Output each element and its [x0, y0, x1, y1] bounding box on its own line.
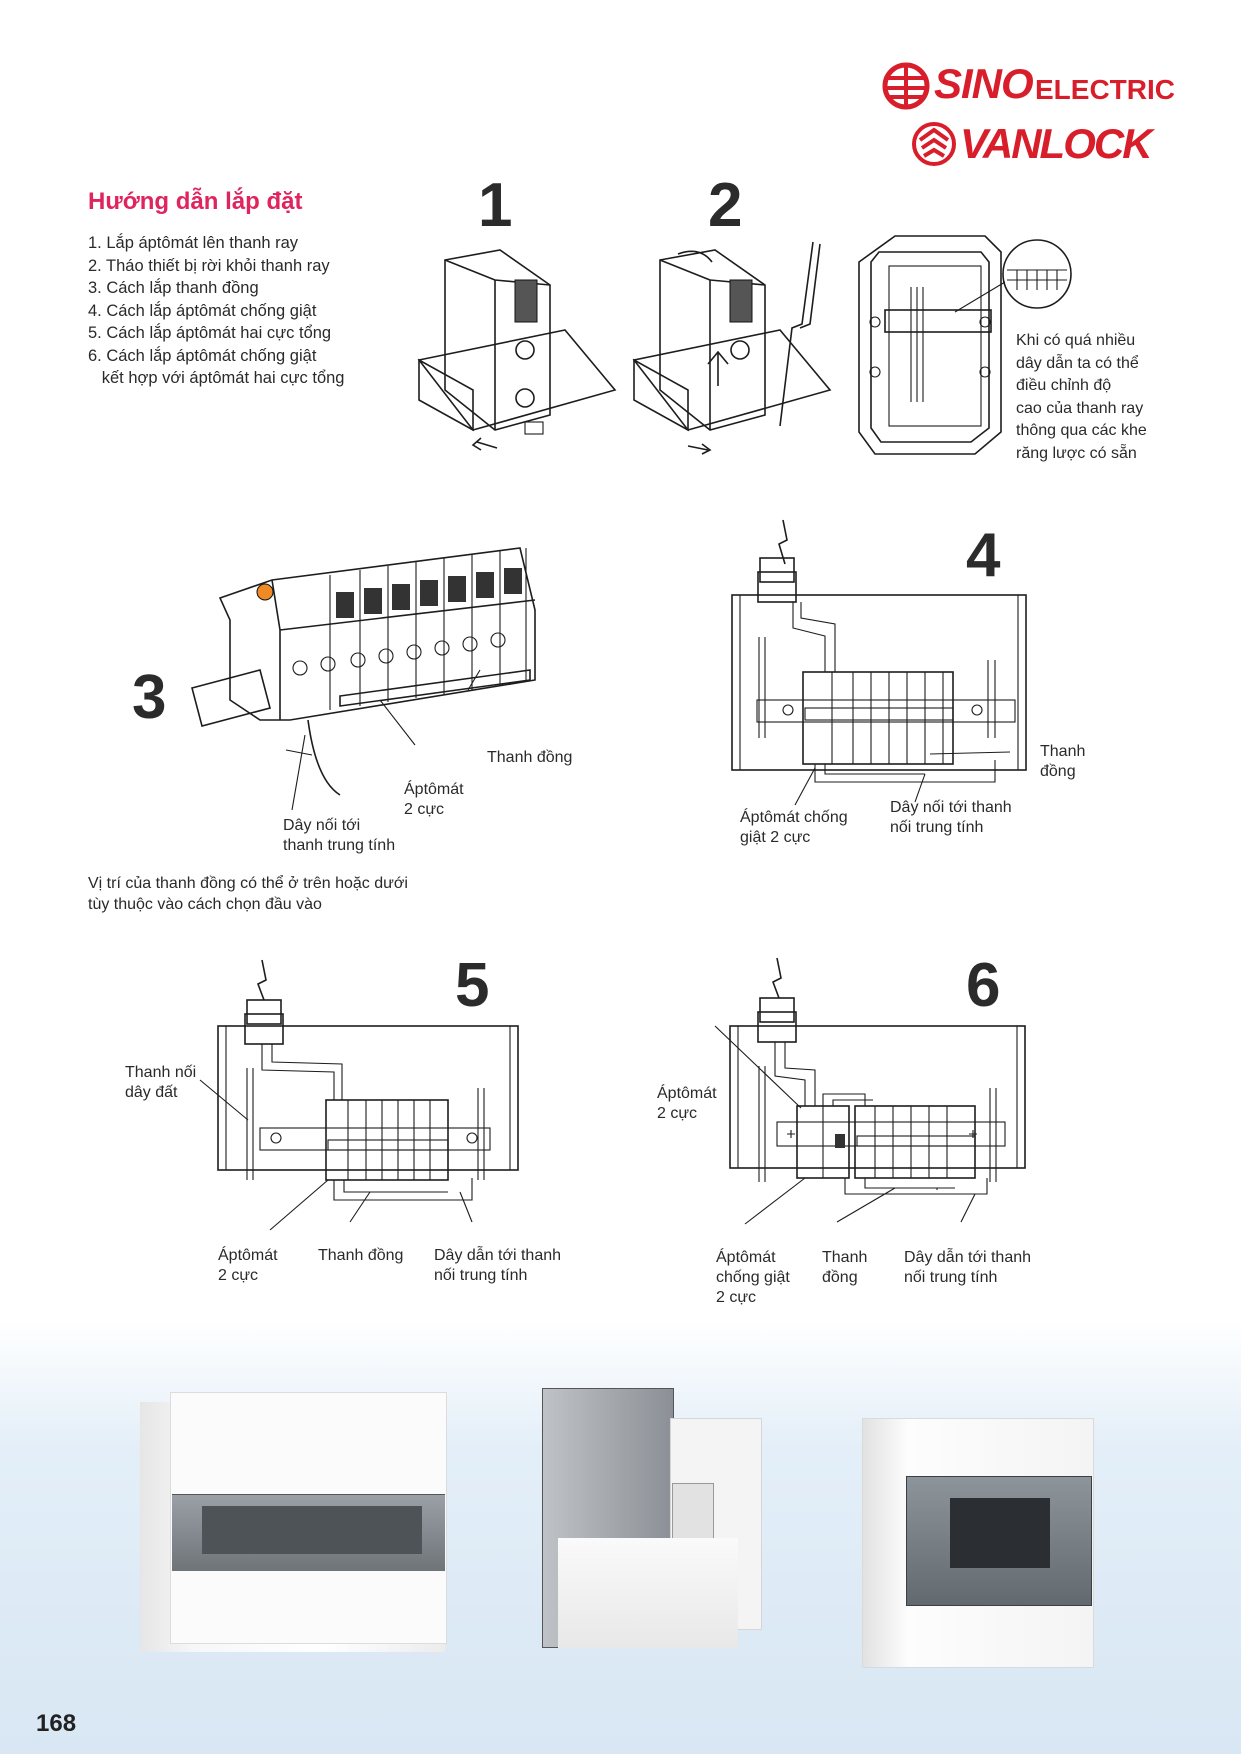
fig5-earth-bar-label: Thanh nối dây đất: [125, 1064, 197, 1101]
sino-electric-logo: SINO ELECTRIC: [880, 58, 1175, 118]
fig6-rcd-label: Áptômát chống giật 2 cực: [716, 1249, 790, 1306]
fig6-rcd-and-main-breaker-wiring-diagram: [714, 957, 1026, 1225]
fig5-main-breaker-wiring-diagram: [199, 959, 519, 1231]
product-enclosure-grey-window: [140, 1392, 447, 1652]
figure-number-6: 6: [966, 951, 1001, 1020]
step-item: kết hợp với áptômát hai cực tổng: [88, 369, 345, 387]
page-number: 168: [36, 1710, 77, 1737]
product-enclosure-open-door: [542, 1388, 762, 1658]
fig4-rcd-wiring-diagram: [731, 519, 1027, 806]
fig3-breaker-label: Áptômát 2 cực: [404, 781, 464, 818]
step-item: 1. Lắp áptômát lên thanh ray: [88, 234, 299, 252]
fig6-busbar-label: Thanh đồng: [822, 1249, 868, 1286]
step-item: 5. Cách lắp áptômát hai cực tổng: [88, 324, 332, 342]
sino-wordmark: SINO: [934, 60, 1034, 107]
fig3-neutral-wire-label: Dây nối tới thanh trung tính: [283, 817, 396, 854]
busbar-position-note: Vị trí của thanh đồng có thể ở trên hoặc…: [88, 875, 408, 913]
fig6-breaker-label: Áptômát 2 cực: [657, 1085, 717, 1122]
section-title: Hướng dẫn lắp đặt: [88, 188, 303, 215]
rail-adjustment-enclosure-illustration: [858, 235, 1072, 455]
vanlock-logo: VANLOCK: [910, 120, 1153, 168]
figure-number-1: 1: [478, 171, 513, 240]
product-enclosure-dark-window: [862, 1418, 1094, 1668]
vanlock-emblem-icon: [912, 122, 956, 166]
fig4-neutral-wire-label: Dây nối tới thanh nối trung tính: [890, 799, 1012, 836]
fig1-breaker-on-rail-illustration: [417, 249, 617, 451]
rail-note: Khi có quá nhiều dây dẫn ta có thể điều …: [1016, 332, 1147, 462]
vanlock-wordmark: VANLOCK: [960, 120, 1153, 167]
fig4-rcd-label: Áptômát chống giật 2 cực: [740, 809, 848, 846]
step-item: 4. Cách lắp áptômát chống giật: [88, 301, 317, 320]
fig6-neutral-wire-label: Dây dẫn tới thanh nối trung tính: [904, 1249, 1032, 1286]
fig3-busbar-label: Thanh đồng: [487, 749, 573, 766]
step-item: 3. Cách lắp thanh đồng: [88, 279, 259, 297]
steps-list: 1. Lắp áptômát lên thanh ray 2. Tháo thi…: [88, 232, 344, 390]
fig3-busbar-assembly-illustration: [191, 547, 536, 811]
step-item: 6. Cách lắp áptômát chống giật: [88, 346, 317, 365]
fig4-busbar-label: Thanh đồng: [1040, 743, 1086, 780]
fig5-busbar-label: Thanh đồng: [318, 1247, 404, 1264]
fig5-neutral-wire-label: Dây dẫn tới thanh nối trung tính: [434, 1247, 562, 1284]
figure-number-5: 5: [455, 951, 490, 1020]
figure-number-2: 2: [708, 171, 743, 240]
electric-wordmark: ELECTRIC: [1035, 74, 1175, 105]
figure-number-3: 3: [132, 663, 167, 732]
fig5-breaker-label: Áptômát 2 cực: [218, 1247, 278, 1284]
figure-number-4: 4: [966, 521, 1001, 590]
fig2-remove-with-screwdriver-illustration: [632, 241, 832, 455]
sino-globe-icon: [882, 62, 930, 110]
step-item: 2. Tháo thiết bị rời khỏi thanh ray: [88, 256, 330, 275]
